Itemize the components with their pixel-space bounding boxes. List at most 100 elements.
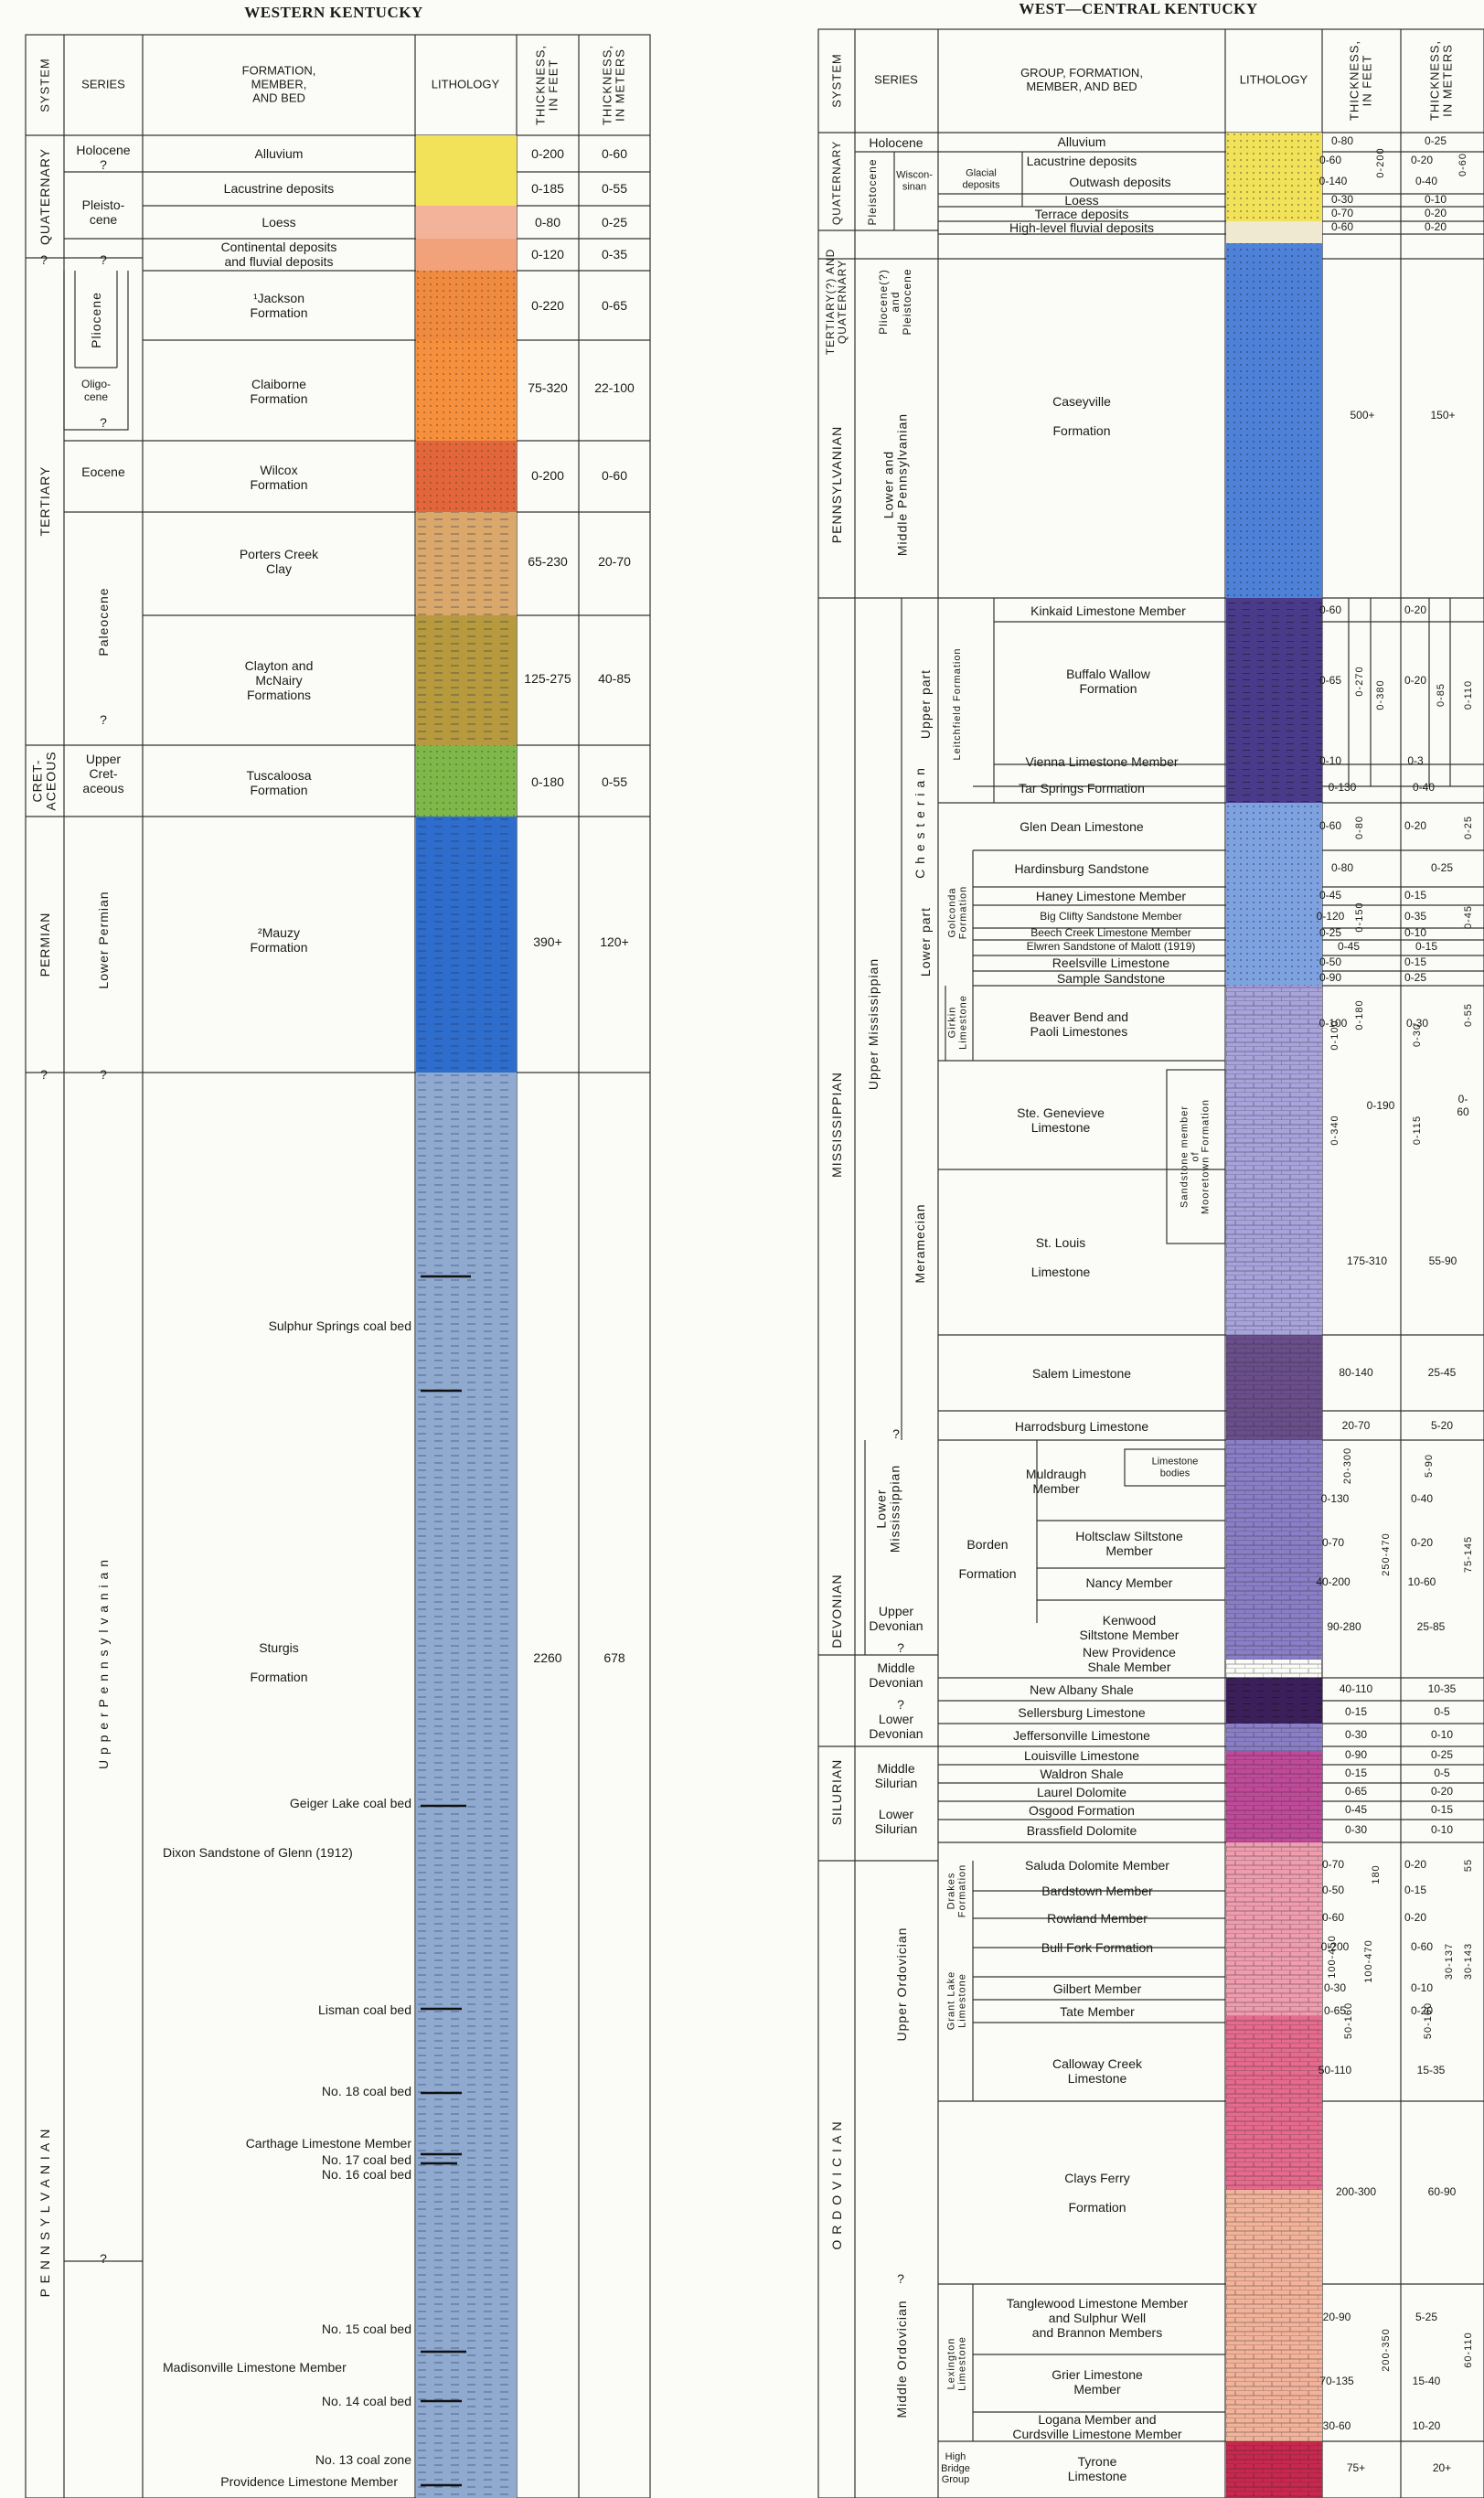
subtotal-m: 0-60	[1457, 152, 1468, 177]
system-pennsylvanian-r: PENNSYLVANIAN	[829, 425, 844, 544]
right-row-name: Kenwood Siltstone Member	[1079, 1612, 1180, 1642]
right-row-m: 15-35	[1416, 2064, 1446, 2077]
subtotal-ft: 0-200	[1375, 147, 1386, 178]
right-row-ft: 90-280	[1327, 1620, 1361, 1634]
right-row-m: 15-40	[1412, 2375, 1441, 2388]
right-header-lithology: LITHOLOGY	[1239, 72, 1308, 87]
right-row-name: Hardinsburg Sandstone	[1014, 860, 1149, 876]
subtotal-m: 30-137	[1444, 1942, 1455, 1980]
left-row-m: 0-65	[601, 297, 628, 313]
right-query-3: ?	[897, 1696, 904, 1712]
left-row-ft: 0-220	[531, 297, 564, 313]
left-row-m: 678	[603, 1649, 625, 1665]
left-header-lithology: LITHOLOGY	[431, 77, 500, 91]
right-row-name: St. Louis Limestone	[1030, 1234, 1091, 1280]
right-row-name: Sellersburg Limestone	[1018, 1704, 1146, 1720]
left-row-m: 0-25	[601, 214, 628, 230]
left-row-ft: 390+	[533, 934, 562, 949]
series-holocene: Holocene	[76, 142, 131, 157]
left-row-m: 40-85	[598, 670, 631, 686]
right-row-ft: 0-70	[1321, 1858, 1345, 1872]
right-row-ft: 0-30	[1330, 193, 1354, 207]
right-row-name: Tar Springs Formation	[1019, 780, 1145, 795]
right-row-name: Laurel Dolomite	[1036, 1784, 1127, 1799]
right-row-name: Calloway Creek Limestone	[1052, 2055, 1143, 2086]
right-row-m: 0-20	[1410, 2004, 1434, 2018]
right-row-ft: 0-30	[1323, 1981, 1347, 1995]
right-row-ft: 0-15	[1344, 1767, 1368, 1780]
left-row-ft: 65-230	[528, 553, 568, 569]
right-row-ft: 0-50	[1321, 1884, 1345, 1897]
right-row-ft: 0-25	[1319, 926, 1342, 940]
left-query-1: ?	[100, 156, 107, 172]
right-row-m: 0-40	[1415, 175, 1438, 188]
right-row-ft: 30-60	[1322, 2419, 1351, 2433]
system-quaternary-r: QUATERNARY	[830, 140, 843, 226]
right-row-ft: 40-200	[1316, 1575, 1351, 1589]
series-lower-middle-penn: Lower and Middle Pennsylvanian	[881, 412, 910, 557]
right-row-m: 0-3	[1407, 754, 1424, 768]
right-row-name: New Albany Shale	[1030, 1681, 1134, 1697]
bed-label: Providence Limestone Member	[220, 2473, 398, 2489]
right-row-name: Saluda Dolomite Member	[1025, 1857, 1169, 1873]
group-lexington: Lexington Limestone	[945, 2336, 967, 2391]
right-row-m: 0-25	[1430, 861, 1454, 875]
right-row-name: Tyrone Limestone	[1067, 2453, 1127, 2483]
left-header-meters: THICKNESS, IN METERS	[600, 45, 627, 126]
right-row-m: 0-35	[1404, 910, 1427, 923]
right-row-name: Waldron Shale	[1040, 1766, 1124, 1781]
left-header-formation: FORMATION, MEMBER, AND BED	[241, 63, 316, 105]
system-mississippian: MISSISSIPPIAN	[829, 1072, 844, 1178]
bed-label: Carthage Limestone Member	[245, 2135, 411, 2151]
left-row-m: 0-60	[601, 145, 628, 161]
right-row-name: Louisville Limestone	[1023, 1747, 1140, 1763]
right-title: WEST—CENTRAL KENTUCKY	[1019, 0, 1258, 17]
right-row-name: Brassfield Dolomite	[1026, 1822, 1137, 1838]
left-row-name: ²Mauzy Formation	[250, 924, 308, 955]
subtotal-m: 0-85	[1436, 682, 1447, 708]
right-row-m: 0-15	[1404, 955, 1427, 969]
series-pleistocene: Pleisto- cene	[81, 197, 125, 227]
subtotal-ft: 0-80	[1354, 815, 1365, 840]
right-row-ft: 75+	[1346, 2461, 1366, 2475]
series-lower-devonian: Lower Devonian	[869, 1711, 923, 1741]
left-header-feet: THICKNESS, IN FEET	[533, 45, 561, 126]
series-pliocene-pleistocene: Pliocene(?) and Pleistocene	[877, 268, 914, 336]
right-row-name: Buffalo Wallow Formation	[1066, 666, 1150, 696]
litho-loess-terrace	[1226, 221, 1322, 243]
bed-label: No. 17 coal bed	[321, 2151, 411, 2167]
right-row-name: Alluvium	[1057, 133, 1106, 149]
right-row-m: 0-10	[1404, 926, 1427, 940]
right-row-name: Bardstown Member	[1041, 1883, 1153, 1898]
right-row-m: 0-5	[1434, 1767, 1450, 1780]
right-header-system: SYSTEM	[829, 53, 844, 108]
subtotal-m: 0-45	[1463, 904, 1474, 930]
subtotal-m: 0-110	[1463, 679, 1474, 710]
left-row-ft: 125-275	[524, 670, 571, 686]
left-row-name: Continental deposits and fluvial deposit…	[220, 239, 337, 269]
left-row-name: Loess	[262, 214, 296, 230]
system-tertiary-quaternary: TERTIARY(?) AND QUATERNARY	[823, 248, 849, 356]
group-drakes: Drakes Formation	[945, 1863, 967, 1918]
left-row-name: Sturgis Formation	[250, 1639, 308, 1685]
left-query-4: ?	[100, 414, 107, 430]
left-row-name: Clayton and McNairy Formations	[244, 657, 314, 703]
right-row-m: 0-20	[1404, 1911, 1427, 1925]
right-row-ft: 0-60	[1319, 819, 1342, 833]
system-cretaceous: CRET- ACEOUS	[29, 751, 59, 811]
series-lower-permian: Lower Permian	[96, 891, 111, 989]
left-row-ft: 75-320	[528, 379, 568, 395]
group-sandstone-member: Sandstone member of Mooretown Formation	[1179, 1099, 1212, 1214]
system-devonian: DEVONIAN	[829, 1574, 844, 1649]
subtotal-m: 0-115	[1412, 1115, 1423, 1146]
right-row-name: Tate Member	[1060, 2003, 1135, 2019]
subtotal-m: 55	[1463, 1858, 1474, 1873]
subtotal-ft: 100-470	[1363, 1939, 1374, 1983]
group-limestone-bodies: Limestone bodies	[1151, 1456, 1199, 1479]
left-row-m: 0-35	[601, 246, 628, 262]
litho-loess	[416, 206, 517, 239]
right-row-ft: 20-90	[1322, 2311, 1351, 2324]
bed-label: No. 14 coal bed	[321, 2393, 411, 2408]
right-row-m: 0-10	[1430, 1823, 1454, 1837]
left-query-6: ?	[100, 1066, 107, 1082]
